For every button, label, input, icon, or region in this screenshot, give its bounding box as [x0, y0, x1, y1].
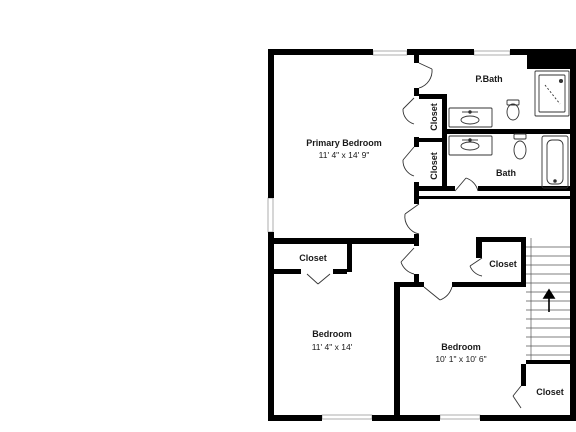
primary-bedroom-dims: 11' 4" x 14' 9"	[319, 150, 370, 160]
window-bedroom1-bottom	[321, 414, 373, 420]
doors	[306, 62, 522, 409]
primary-closet-2-label: Closet	[429, 152, 439, 180]
door-bath	[454, 177, 479, 192]
primary-closet-1-label: Closet	[429, 103, 439, 131]
bath-name: Bath	[496, 168, 516, 178]
toilet-icon	[506, 99, 520, 121]
door-primary-closet-2	[402, 146, 415, 177]
bathtub-icon	[541, 135, 569, 189]
shower-icon	[534, 70, 570, 117]
sink-icon	[448, 107, 493, 128]
outer-wall-top	[268, 49, 373, 55]
sink-icon	[448, 135, 493, 156]
stairs	[526, 238, 570, 360]
primary-bedroom-name: Primary Bedroom	[306, 138, 382, 148]
bedroom-1-closet-label: Closet	[299, 253, 327, 263]
fixtures	[448, 70, 570, 360]
door-hall-closet	[469, 257, 483, 277]
door-bedroom-2	[423, 286, 453, 301]
bedroom-2-closet-label: Closet	[536, 387, 564, 397]
door-primary-pbath	[418, 62, 433, 89]
door-primary-hall	[404, 203, 420, 235]
door-primary-closet-1	[402, 97, 415, 125]
outer-wall-right	[570, 69, 576, 198]
door-bedroom-1	[400, 247, 415, 275]
corner-block	[527, 49, 576, 69]
labels: Primary Bedroom 11' 4" x 14' 9" P.Bath B…	[299, 74, 564, 397]
bedroom-1-name: Bedroom	[312, 329, 352, 339]
walls	[268, 49, 576, 421]
door-bedroom-2-closet	[512, 385, 522, 409]
outer-wall-bottom	[268, 415, 322, 421]
outer-wall-left	[268, 49, 274, 198]
hall-closet-label: Closet	[489, 259, 517, 269]
p-bath-name: P.Bath	[475, 74, 502, 84]
toilet-icon	[513, 133, 527, 160]
bedroom-1-dims: 11' 4" x 14'	[312, 342, 353, 352]
window-pbath-top	[473, 50, 511, 56]
window-primary-left	[267, 197, 274, 233]
bedroom-2-dims: 10' 1" x 10' 6"	[435, 354, 486, 364]
window-primary-top	[372, 50, 408, 56]
door-bedroom-1-closet	[306, 273, 331, 285]
bedroom-2-name: Bedroom	[441, 342, 481, 352]
stair-arrow-icon	[542, 288, 556, 312]
window-bedroom2-bottom	[439, 414, 481, 420]
